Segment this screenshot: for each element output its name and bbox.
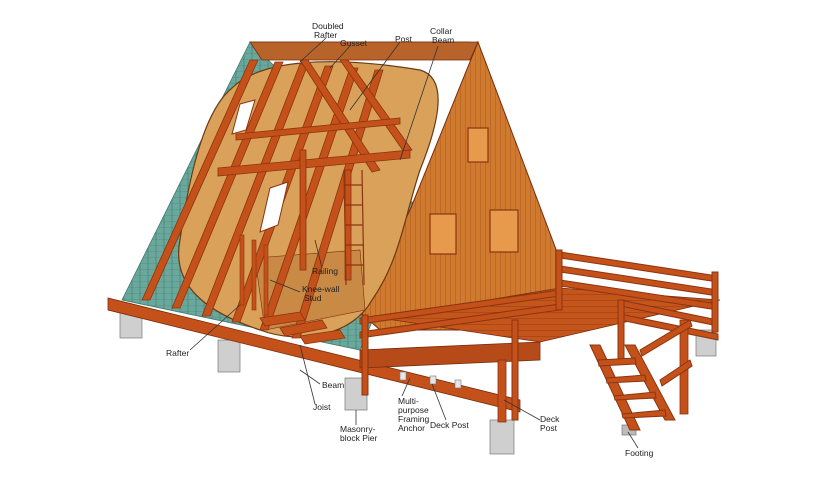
label-collar-beam-1: Collar bbox=[430, 26, 452, 36]
label-gusset: Gusset bbox=[340, 38, 368, 48]
label-framing-anchor-1: Multi- bbox=[398, 396, 419, 406]
label-framing-anchor-2: purpose bbox=[398, 405, 429, 415]
label-joist: Joist bbox=[313, 402, 331, 412]
label-deck-post-2a: Deck bbox=[540, 414, 560, 424]
stairs bbox=[589, 319, 693, 431]
label-collar-beam-2: Beam bbox=[432, 35, 454, 45]
label-post: Post bbox=[395, 34, 413, 44]
label-rafter: Rafter bbox=[166, 348, 189, 358]
deck-railings bbox=[359, 249, 719, 421]
label-deck-post-2b: Post bbox=[540, 423, 558, 433]
label-railing: Railing bbox=[312, 266, 338, 276]
framing-anchors bbox=[399, 371, 462, 389]
label-knee-wall-stud-2: Stud bbox=[304, 293, 322, 303]
deck-rim bbox=[359, 341, 541, 369]
label-footing: Footing bbox=[625, 448, 654, 458]
windows bbox=[231, 99, 519, 255]
label-doubled-rafter-2: Rafter bbox=[314, 30, 337, 40]
label-masonry-block-pier-1: Masonry- bbox=[340, 424, 376, 434]
label-knee-wall-stud-1: Knee-wall bbox=[302, 284, 339, 294]
floor-joists bbox=[259, 311, 346, 345]
loft-ladder bbox=[343, 169, 365, 286]
leader-lines bbox=[189, 37, 639, 449]
label-doubled-rafter-1: Doubled bbox=[312, 21, 344, 31]
collar-beams bbox=[217, 117, 411, 177]
diagram-labels: Doubled Rafter Gusset Post Collar Beam R… bbox=[166, 21, 654, 458]
label-beam: Beam bbox=[322, 380, 344, 390]
label-framing-anchor-4: Anchor bbox=[398, 423, 425, 433]
label-masonry-block-pier-2: block Pier bbox=[340, 433, 377, 443]
label-framing-anchor-3: Framing bbox=[398, 414, 429, 424]
label-deck-post-1: Deck Post bbox=[430, 420, 469, 430]
knee-wall-studs bbox=[239, 234, 269, 316]
